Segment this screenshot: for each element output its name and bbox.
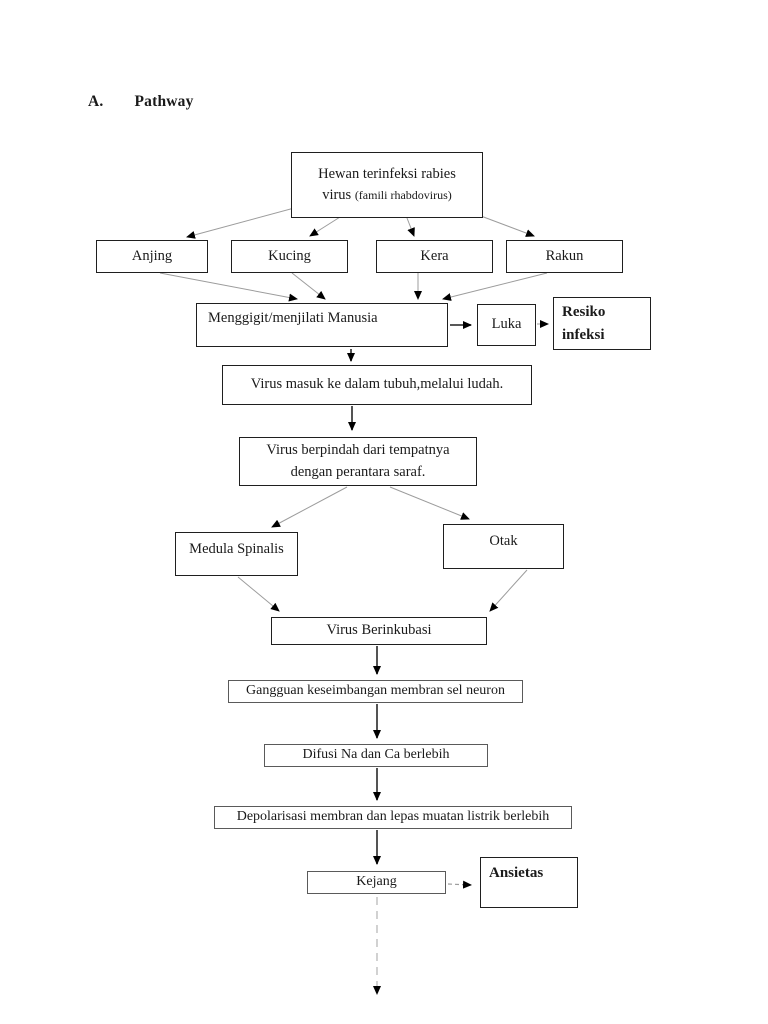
arrow-kucing-menggigit (291, 272, 326, 300)
node-gangguan-keseimbangan: Gangguan keseimbangan membran sel neuron (228, 680, 523, 703)
node-virus-berpindah-line1: Virus berpindah dari tempatnya (266, 442, 450, 459)
page-title-letter: A. (88, 93, 104, 110)
node-hewan-line1: Hewan terinfeksi rabies (318, 165, 456, 182)
node-menggigit-label: Menggigit/menjilati Manusia (208, 310, 378, 326)
node-hewan-terinfeksi: Hewan terinfeksi rabies virus (famili rh… (291, 152, 483, 218)
node-hewan-line2-small: (famili rhabdovirus) (354, 188, 452, 202)
node-kejang: Kejang (307, 871, 446, 894)
node-anjing: Anjing (96, 240, 208, 273)
node-hewan-line2: virus (famili rhabdovirus) (322, 185, 452, 206)
arrow-otak-inkubasi (489, 569, 528, 612)
node-depolarisasi: Depolarisasi membran dan lepas muatan li… (214, 806, 572, 829)
node-anjing-label: Anjing (131, 247, 173, 264)
node-menggigit: Menggigit/menjilati Manusia (196, 303, 448, 347)
node-kejang-label: Kejang (356, 874, 397, 890)
node-resiko-infeksi: Resiko infeksi (553, 297, 651, 350)
node-virus-masuk-label: Virus masuk ke dalam tubuh,melalui ludah… (250, 376, 504, 393)
node-otak-label: Otak (489, 533, 518, 549)
node-rakun: Rakun (506, 240, 623, 273)
node-luka: Luka (477, 304, 536, 346)
node-virus-masuk: Virus masuk ke dalam tubuh,melalui ludah… (222, 365, 532, 405)
node-virus-berpindah-line2: dengan perantara saraf. (290, 463, 426, 480)
node-kucing-label: Kucing (268, 247, 311, 264)
node-kucing: Kucing (231, 240, 348, 273)
node-kera: Kera (376, 240, 493, 273)
node-difusi-label: Difusi Na dan Ca berlebih (302, 747, 450, 763)
node-medula-label: Medula Spinalis (189, 541, 284, 557)
arrow-virusberpindah-otak (389, 486, 470, 520)
arrow-rakun-menggigit (442, 272, 548, 301)
page-title-text: Pathway (134, 93, 194, 110)
node-virus-berpindah: Virus berpindah dari tempatnya dengan pe… (239, 437, 477, 486)
node-hewan-line2-main: virus (322, 187, 352, 203)
arrow-medula-inkubasi (237, 576, 280, 612)
page-title: A. Pathway (88, 93, 194, 111)
node-otak: Otak (443, 524, 564, 569)
node-ansietas-label: Ansietas (489, 865, 544, 881)
arrow-virusberpindah-medula (271, 486, 348, 528)
node-difusi: Difusi Na dan Ca berlebih (264, 744, 488, 767)
node-gangguan-label: Gangguan keseimbangan membran sel neuron (246, 683, 505, 699)
node-luka-label: Luka (491, 316, 522, 333)
node-medula-spinalis: Medula Spinalis (175, 532, 298, 576)
node-kera-label: Kera (420, 247, 449, 264)
node-depolarisasi-label: Depolarisasi membran dan lepas muatan li… (236, 809, 550, 825)
node-resiko-label: Resiko infeksi (562, 304, 606, 343)
node-inkubasi-label: Virus Berinkubasi (326, 622, 432, 639)
node-virus-berinkubasi: Virus Berinkubasi (271, 617, 487, 645)
node-ansietas: Ansietas (480, 857, 578, 908)
arrow-anjing-menggigit (159, 272, 298, 302)
node-rakun-label: Rakun (545, 247, 584, 264)
arrow-kejang-ansietas (447, 880, 472, 889)
